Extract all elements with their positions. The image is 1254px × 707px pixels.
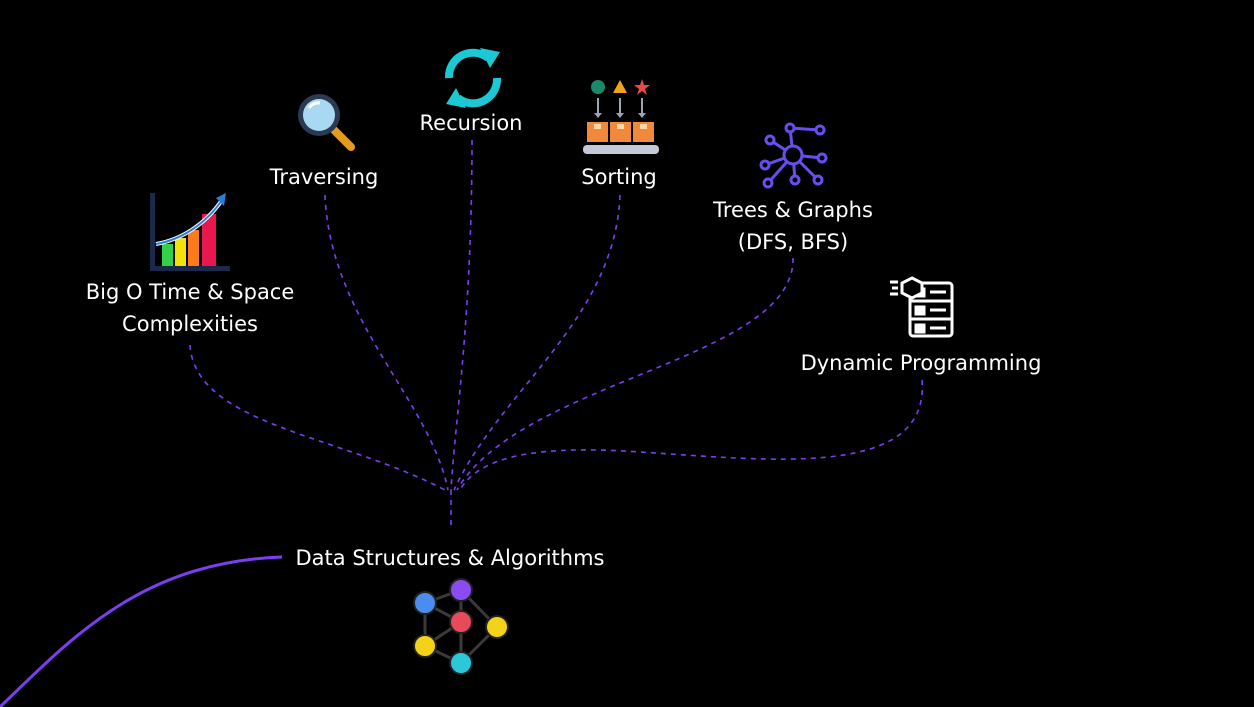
connector-traversing	[324, 194, 449, 491]
topic-dynamic-programming-label: Dynamic Programming	[800, 351, 1042, 375]
topic-big-o-line1: Big O Time & Space	[85, 280, 295, 304]
root-incoming-branch	[0, 555, 283, 707]
topic-recursion-label: Recursion	[419, 111, 523, 135]
topic-sorting-label: Sorting	[581, 165, 657, 189]
magnifying-glass-icon	[298, 94, 355, 151]
conveyor-sorting-icon	[583, 79, 659, 154]
network-graph-icon	[413, 578, 509, 675]
root-node[interactable]: Data Structures & Algorithms	[296, 542, 605, 574]
topic-trees-graphs-line1: Trees & Graphs	[713, 198, 873, 222]
root-node-label: Data Structures & Algorithms	[295, 546, 605, 570]
connector-sorting	[453, 194, 621, 491]
connector-recursion	[450, 139, 473, 491]
topic-sorting[interactable]: Sorting	[581, 161, 657, 193]
topic-trees-graphs[interactable]: Trees & Graphs (DFS, BFS)	[713, 194, 873, 258]
topic-recursion[interactable]: Recursion	[420, 107, 523, 139]
node-graph-icon	[759, 122, 828, 189]
connector-dynamic-programming	[459, 379, 923, 491]
refresh-cycle-icon	[444, 48, 502, 108]
data-server-icon	[890, 276, 954, 338]
bar-chart-growth-icon	[150, 193, 230, 271]
topic-big-o[interactable]: Big O Time & Space Complexities	[86, 276, 295, 340]
topic-traversing-label: Traversing	[269, 165, 379, 189]
topic-dynamic-programming[interactable]: Dynamic Programming	[801, 347, 1042, 379]
connector-big-o	[189, 344, 446, 491]
topic-trees-graphs-line2: (DFS, BFS)	[737, 230, 849, 254]
topic-traversing[interactable]: Traversing	[270, 161, 379, 193]
connector-trees-graphs	[456, 257, 794, 491]
topic-big-o-line2: Complexities	[122, 312, 258, 336]
